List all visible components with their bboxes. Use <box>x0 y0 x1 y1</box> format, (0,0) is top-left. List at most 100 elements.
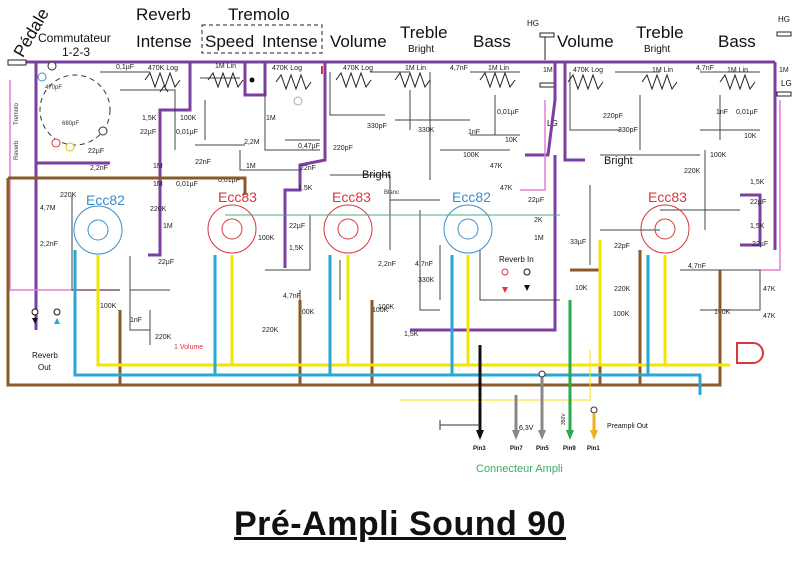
svg-text:680pF: 680pF <box>62 121 79 127</box>
svg-text:1,5K: 1,5K <box>750 223 765 230</box>
svg-text:220K: 220K <box>60 192 77 199</box>
svg-text:22µF: 22µF <box>289 223 305 230</box>
svg-text:Bright: Bright <box>362 169 391 181</box>
header-volume-1: Volume <box>330 32 387 51</box>
header-reverb-intense: Intense <box>136 32 192 51</box>
pot-tremolo-intense[interactable]: 470K Log <box>272 65 312 106</box>
svg-text:2,2nF: 2,2nF <box>90 165 108 172</box>
svg-text:10K: 10K <box>575 285 588 292</box>
svg-text:220K: 220K <box>614 286 631 293</box>
svg-text:470K Log: 470K Log <box>343 65 373 72</box>
preampli-out-label: Preampli Out <box>607 423 648 430</box>
pin-label: Pin1 <box>587 446 600 452</box>
svg-text:Blanc: Blanc <box>384 190 399 196</box>
svg-text:1M Lin: 1M Lin <box>488 65 509 72</box>
svg-text:220K: 220K <box>262 327 279 334</box>
svg-text:1M: 1M <box>534 235 544 242</box>
pedal-tremolo-wire-label: Tremolo <box>14 103 20 125</box>
svg-text:2K: 2K <box>534 217 543 224</box>
header-treble-2: Treble <box>636 23 684 42</box>
svg-text:0,47µF: 0,47µF <box>298 143 320 150</box>
pin-label: Pin3 <box>473 446 486 452</box>
svg-text:1M Lin: 1M Lin <box>215 63 236 70</box>
svg-text:1M: 1M <box>163 223 173 230</box>
svg-text:1 Volume: 1 Volume <box>174 344 203 351</box>
svg-text:330K: 330K <box>418 127 435 134</box>
svg-text:1nF: 1nF <box>468 129 480 136</box>
svg-text:47K: 47K <box>763 286 776 293</box>
jack-resistor-label: 1M <box>779 67 789 74</box>
svg-text:22µF: 22µF <box>528 197 544 204</box>
header-volume-2: Volume <box>557 32 614 51</box>
page-title: Pré-Ampli Sound 90 <box>233 505 567 543</box>
pin-label: Pin7 <box>510 446 523 452</box>
svg-text:100K: 100K <box>378 304 395 311</box>
svg-text:470K Log: 470K Log <box>272 65 302 72</box>
svg-text:22nF: 22nF <box>195 159 211 166</box>
svg-text:4,7nF: 4,7nF <box>688 263 706 270</box>
svg-text:0,01µF: 0,01µF <box>218 177 240 184</box>
svg-text:22µF: 22µF <box>158 259 174 266</box>
tube-v1-ecc82: Ecc82 <box>73 192 125 255</box>
svg-text:1M Lin: 1M Lin <box>652 67 673 74</box>
svg-text:470pF: 470pF <box>45 85 62 91</box>
svg-text:100K: 100K <box>298 309 315 316</box>
svg-text:470K Log: 470K Log <box>148 65 178 72</box>
cap-4-7nf-2: 4,7nF <box>696 65 714 72</box>
svg-text:0,01µF: 0,01µF <box>176 129 198 136</box>
jack-hg-label: HG <box>527 19 539 28</box>
svg-text:220pF: 220pF <box>333 145 353 152</box>
purple-supply-rail <box>8 60 777 332</box>
svg-text:1M Lin: 1M Lin <box>405 65 426 72</box>
svg-text:22nF: 22nF <box>300 165 316 172</box>
svg-text:100K: 100K <box>180 115 197 122</box>
header-tremolo-speed: Speed <box>205 32 254 51</box>
selector-switch[interactable]: 470pF 680pF 22µF 0,1µF <box>37 61 134 155</box>
reverb-out-jack[interactable]: Reverb Out <box>31 308 61 372</box>
header-commutateur-sub: 1-2-3 <box>62 45 90 59</box>
pot-volume-1[interactable]: 470K Log <box>321 65 373 89</box>
svg-text:0,1µF: 0,1µF <box>116 64 134 71</box>
header-bright-1: Bright <box>408 44 434 55</box>
svg-text:0,01µF: 0,01µF <box>497 109 519 116</box>
svg-text:22µF: 22µF <box>140 129 156 136</box>
svg-text:4,7nF: 4,7nF <box>283 293 301 300</box>
cap-4-7nf: 4,7nF <box>450 65 468 72</box>
pot-reverb[interactable]: 470K Log <box>144 65 181 93</box>
svg-text:22µF: 22µF <box>750 199 766 206</box>
svg-text:Reverb: Reverb <box>32 351 58 360</box>
pot-bass-1[interactable]: 1M Lin <box>479 65 516 89</box>
svg-text:100K: 100K <box>710 152 727 159</box>
svg-text:47K: 47K <box>490 163 503 170</box>
svg-text:220K: 220K <box>684 168 701 175</box>
tube-v2-ecc83: Ecc83 <box>207 189 257 254</box>
jack-hg-label: HG <box>778 15 790 24</box>
svg-text:Reverb In: Reverb In <box>499 255 534 264</box>
pedal-jack <box>7 59 27 66</box>
amp-plug-icon <box>736 342 764 364</box>
tremolo-box <box>201 24 323 54</box>
svg-text:1nF: 1nF <box>130 317 142 324</box>
pot-tremolo-speed[interactable]: 1M Lin <box>207 63 255 89</box>
pot-volume-2[interactable]: 470K Log <box>567 67 604 91</box>
pin7-arrow <box>512 430 520 440</box>
svg-text:1M Lin: 1M Lin <box>727 67 748 74</box>
svg-text:2,2nF: 2,2nF <box>40 241 58 248</box>
pot-bass-2[interactable]: 1M Lin <box>719 67 756 91</box>
svg-text:4,7nF: 4,7nF <box>415 261 433 268</box>
svg-text:47K: 47K <box>500 185 513 192</box>
pin-label: Pin5 <box>536 446 549 452</box>
pin-label: Pin9 <box>563 446 576 452</box>
reverb-in-jack[interactable]: Reverb In <box>499 255 534 293</box>
svg-text:Ecc82: Ecc82 <box>452 189 491 205</box>
power-buses <box>6 176 730 430</box>
svg-text:100K: 100K <box>463 152 480 159</box>
svg-text:0,01µF: 0,01µF <box>736 109 758 116</box>
svg-text:47K: 47K <box>763 313 776 320</box>
pot-treble-1[interactable]: 1M Lin <box>394 65 431 89</box>
pot-treble-2[interactable]: 1M Lin <box>641 67 678 91</box>
tube-v4-ecc82: Ecc82 <box>443 189 493 254</box>
svg-text:220K: 220K <box>150 206 167 213</box>
component-labels: 1,5K 22µF 100K 0,01µF 1M 2,2M 0,47µF 22n… <box>40 109 776 351</box>
svg-text:100K: 100K <box>258 235 275 242</box>
